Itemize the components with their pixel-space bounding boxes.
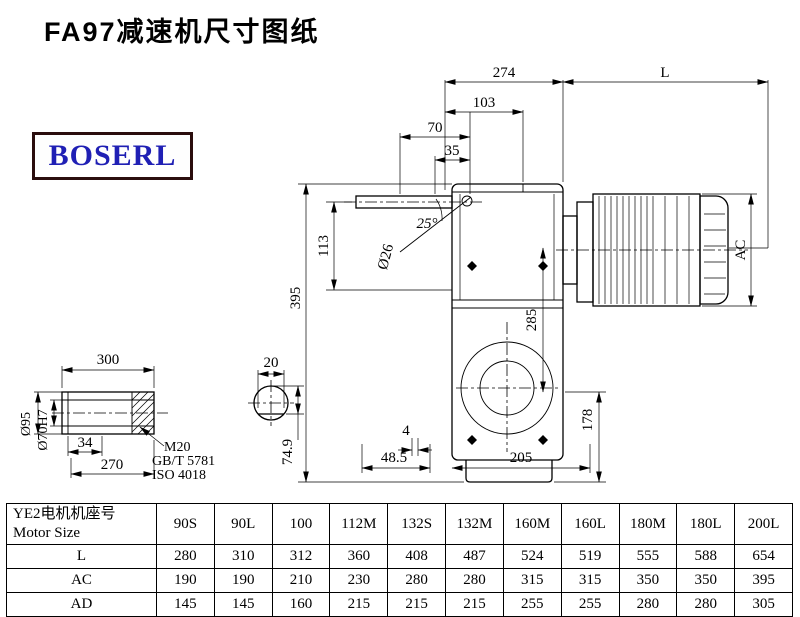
standard-gb: GB/T 5781 [152, 454, 215, 469]
dim-label-205: 205 [510, 450, 533, 466]
dim-label-48-5: 48.5 [381, 450, 407, 466]
dimension-value-cell: 190 [156, 568, 215, 593]
motor-size-column-header: 160M [502, 503, 562, 545]
dimension-value-cell: 230 [329, 568, 389, 593]
dim-label-dia95: Ø95 [19, 412, 34, 436]
dim-label-270: 270 [101, 457, 124, 473]
motor-size-column-header: 100 [271, 503, 331, 545]
brand-logo-text: BOSERL [48, 139, 177, 172]
dimension-value-cell: 395 [734, 568, 793, 593]
dim-label-300: 300 [97, 352, 120, 368]
thread-callout-m20: M20 [164, 440, 190, 455]
header-label-cn: YE2电机机座号 [13, 506, 116, 522]
dimension-value-cell: 350 [618, 568, 678, 593]
brand-logo: BOSERL [32, 132, 193, 180]
dim-label-34: 34 [78, 435, 94, 451]
dim-label-70: 70 [428, 120, 443, 136]
motor-size-column-header: 200L [734, 503, 793, 545]
dimension-value-cell: 160 [271, 592, 331, 617]
dimension-row-label: AD [6, 592, 157, 617]
dim-label-angle: 25° [417, 216, 438, 232]
dimension-value-cell: 255 [502, 592, 562, 617]
dimension-value-cell: 654 [734, 544, 793, 569]
dimension-value-cell: 280 [676, 592, 736, 617]
dim-label-AC: AC [733, 240, 749, 261]
shaft-detail-view [34, 366, 165, 478]
dimension-value-cell: 312 [271, 544, 331, 569]
centerlines [52, 201, 748, 452]
dimension-value-cell: 280 [618, 592, 678, 617]
dimension-value-cell: 215 [329, 592, 389, 617]
dim-label-395: 395 [288, 287, 304, 310]
dimension-value-cell: 280 [445, 568, 504, 593]
page-title: FA97减速机尺寸图纸 [44, 17, 320, 47]
dimension-drawing: 274 L 103 70 35 25° Ø26 113 395 285 AC 1… [19, 65, 769, 483]
torque-arm-outline [355, 195, 473, 253]
dim-label-74-9: 74.9 [280, 439, 296, 465]
motor-size-column-header: 90L [213, 503, 273, 545]
standard-iso: ISO 4018 [152, 468, 206, 483]
dimension-value-cell: 280 [156, 544, 215, 569]
dimension-value-cell: 310 [213, 544, 273, 569]
dimension-value-cell: 215 [445, 592, 504, 617]
dimension-labels: 274 L 103 70 35 25° Ø26 113 395 285 AC 1… [19, 65, 749, 483]
dim-label-285: 285 [524, 309, 540, 332]
dimension-lines [298, 79, 769, 483]
dim-label-4: 4 [402, 423, 410, 439]
dimension-value-cell: 255 [560, 592, 620, 617]
dimension-value-cell: 350 [676, 568, 736, 593]
motor-size-column-header: 112M [329, 503, 389, 545]
dimension-value-cell: 360 [329, 544, 389, 569]
dim-label-178: 178 [580, 409, 596, 432]
motor-size-column-header: 160L [560, 503, 620, 545]
dim-label-35: 35 [445, 143, 460, 159]
motor-size-column-header: 90S [156, 503, 215, 545]
dimension-value-cell: 519 [560, 544, 620, 569]
dimension-value-cell: 487 [445, 544, 504, 569]
gearbox-housing-outline [451, 183, 564, 483]
dimension-row-label: AC [6, 568, 157, 593]
dim-label-274: 274 [493, 65, 516, 81]
dimension-value-cell: 555 [618, 544, 678, 569]
dim-label-dia70h7: Ø70H7 [36, 409, 51, 450]
dimension-value-cell: 408 [387, 544, 447, 569]
keyway-section-view [253, 370, 304, 440]
motor-size-column-header: 132S [387, 503, 447, 545]
dim-label-dia26: Ø26 [375, 242, 397, 272]
dim-label-20: 20 [264, 355, 279, 371]
dimension-row-label: L [6, 544, 157, 569]
dimension-value-cell: 190 [213, 568, 273, 593]
dim-label-113: 113 [316, 235, 332, 257]
header-label-en: Motor Size [13, 525, 81, 541]
dimension-value-cell: 280 [387, 568, 447, 593]
dimension-value-cell: 305 [734, 592, 793, 617]
motor-size-column-header: 180L [676, 503, 736, 545]
dimension-value-cell: 315 [560, 568, 620, 593]
dimension-value-cell: 145 [156, 592, 215, 617]
dimension-value-cell: 315 [502, 568, 562, 593]
dimension-value-cell: 524 [502, 544, 562, 569]
dimension-value-cell: 210 [271, 568, 331, 593]
dimension-value-cell: 215 [387, 592, 447, 617]
dimension-value-cell: 588 [676, 544, 736, 569]
dimension-value-cell: 145 [213, 592, 273, 617]
dim-label-103: 103 [473, 95, 496, 111]
motor-size-header-cell: YE2电机机座号 Motor Size [6, 503, 157, 545]
motor-size-column-header: 132M [445, 503, 504, 545]
dim-label-L: L [660, 65, 669, 81]
motor-size-column-header: 180M [618, 503, 678, 545]
